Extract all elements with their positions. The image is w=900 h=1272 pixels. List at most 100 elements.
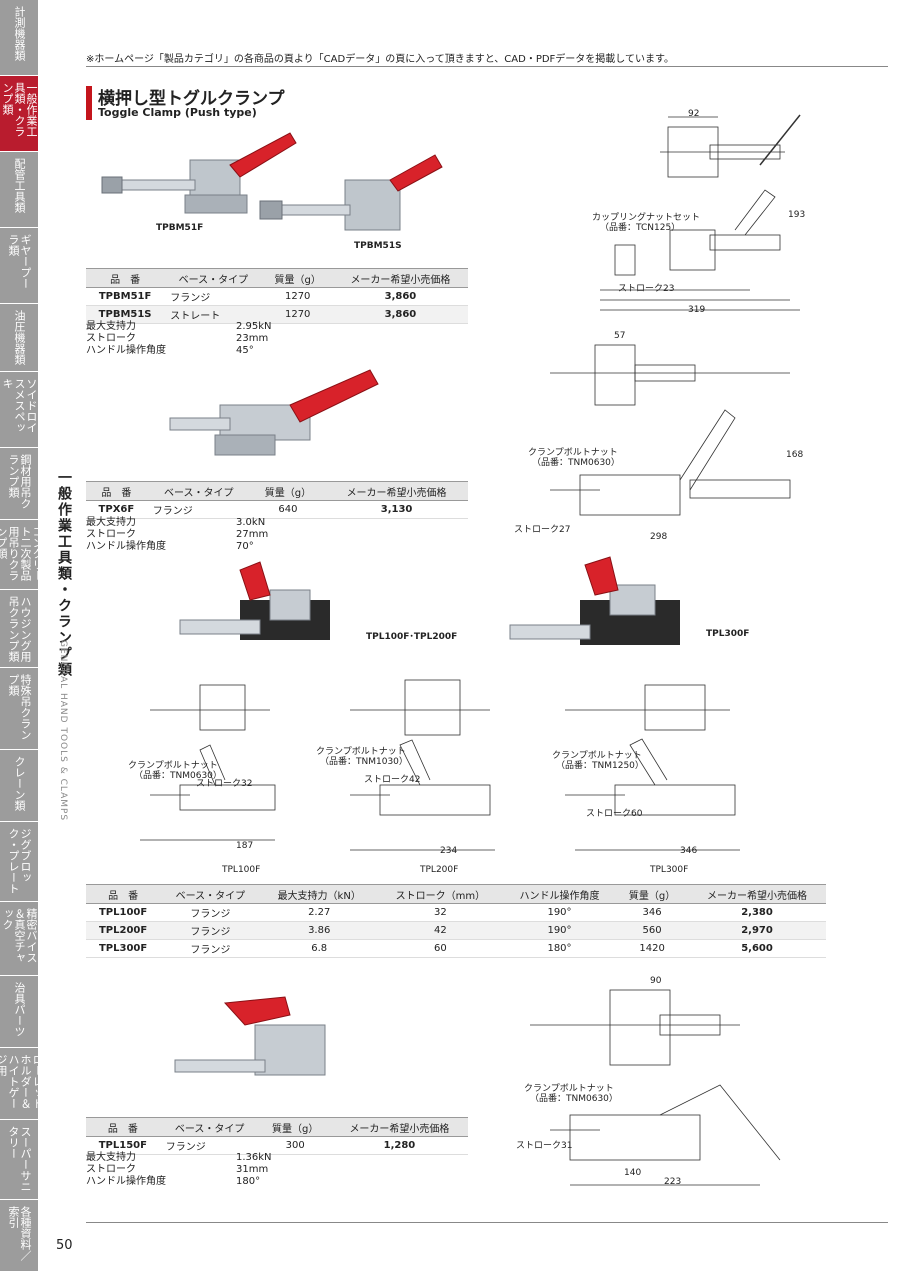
cell-mass: 300 [259, 1136, 331, 1155]
sidebar-tab-label: 各種資料／索引 [7, 1206, 32, 1261]
prop-value: 23mm [236, 333, 269, 344]
photo-label-tpl300: TPL300F [706, 629, 750, 639]
sidebar-tab[interactable]: 油圧機器類 [0, 304, 38, 372]
table-row: TPL150F フランジ 300 1,280 [86, 1136, 468, 1155]
sidebar-tab[interactable]: 鋼材用吊クランプ類 [0, 448, 38, 520]
sidebar-tab[interactable]: ローレットホルダー＆ハイトゲージ用 [0, 1048, 38, 1120]
sidebar-tab[interactable]: ジグブロック・プレート [0, 822, 38, 902]
table-row: TPBM51F フランジ 1270 3,860 [86, 287, 468, 306]
tpl300-product-photo [509, 556, 680, 645]
tpl150-technical-drawing [530, 989, 781, 1186]
dim-tpl200-234: 234 [440, 846, 458, 856]
stroke32-label: ストローク32 [196, 779, 253, 789]
sidebar-tab[interactable]: クレーン類 [0, 750, 38, 822]
stroke60-label: ストローク60 [586, 809, 643, 819]
stroke27-label: ストローク27 [514, 525, 571, 535]
dim-tpl150-140: 140 [624, 1168, 642, 1178]
sidebar-tab[interactable]: 計測機器類 [0, 0, 38, 76]
clamp-bolt-nut-label: クランプボルトナット [528, 448, 618, 458]
table-cell: 190° [502, 921, 617, 940]
col-header: メーカー希望小売価格 [332, 268, 468, 288]
table-cell: 6.8 [260, 939, 378, 958]
table-cell: 1420 [616, 939, 689, 958]
table-cell: 190° [502, 903, 617, 922]
part-1250-label: （品番：TNM1250） [556, 761, 644, 771]
col-header: ストローク（mm） [377, 884, 503, 904]
cell-price: 3,860 [332, 305, 468, 324]
sidebar-tab[interactable]: 精密バイス＆真空チャック [0, 902, 38, 976]
sidebar-tab-label: 一般作業工具類・クランプ類 [1, 82, 38, 137]
table-cell: 180° [502, 939, 617, 958]
sidebar-separator [0, 303, 38, 304]
cell-base: フランジ [146, 500, 251, 519]
sidebar-tab[interactable]: ハウジング用吊クランプ類 [0, 590, 38, 668]
vertical-category-title: 一般作業工具類・クランプ類 [56, 470, 72, 678]
table-cell: TPL100F [86, 903, 161, 922]
col-header: 質量（g） [259, 1117, 331, 1137]
sidebar-tab[interactable]: 特殊吊クランプ類 [0, 668, 38, 750]
sidebar-tab-label: ハウジング用吊クランプ類 [7, 596, 32, 662]
tpl150-product-photo [174, 996, 326, 1076]
sidebar-separator [0, 1047, 38, 1048]
sidebar-tab[interactable]: 配管工具類 [0, 152, 38, 228]
sidebar-tab[interactable]: 各種資料／索引 [0, 1200, 38, 1272]
prop-key: ストローク [86, 333, 136, 344]
spec-table-tpl: 品 番 ベース・タイプ 最大支持力（kN） ストローク（mm） ハンドル操作角度… [86, 884, 826, 958]
col-header: 最大支持力（kN） [260, 884, 378, 904]
tpx-product-photo [169, 369, 379, 456]
table-cell: フランジ [160, 921, 261, 940]
tpl100-technical-drawing [140, 684, 276, 841]
sidebar-tab-label: 鋼材用吊クランプ類 [7, 454, 32, 509]
coupling-nut-label: カップリングナットセット [592, 213, 701, 223]
table-cell: TPL200F [86, 921, 161, 940]
col-header: 品 番 [86, 1117, 160, 1137]
spec-table-tpx: 品 番 ベース・タイプ 質量（g） メーカー希望小売価格 TPX6F フランジ … [86, 481, 468, 519]
cell-base: フランジ [164, 287, 263, 306]
prop-value: 31mm [236, 1164, 269, 1175]
sidebar-tab[interactable]: スーパーサニタリー [0, 1120, 38, 1200]
tpl300-technical-drawing [565, 684, 740, 851]
sidebar-tab[interactable]: ソイドロイスメスペッキ [0, 372, 38, 448]
col-header: ベース・タイプ [160, 884, 261, 904]
sidebar-tab-label: スーパーサニタリー [7, 1126, 32, 1192]
prop-key: ハンドル操作角度 [86, 345, 166, 356]
dim-tpl150-223: 223 [664, 1177, 682, 1187]
col-header: 質量（g） [616, 884, 689, 904]
clamp-bolt-nut-label: クランプボルトナット [128, 761, 218, 771]
title-accent-bar [86, 86, 92, 120]
prop-value: 180° [236, 1176, 261, 1187]
dim-tpl300-346: 346 [680, 846, 698, 856]
photo-label-tpbm51s: TPBM51S [354, 241, 402, 251]
sidebar-tab[interactable]: ギヤープーラ類 [0, 228, 38, 304]
sidebar-tab[interactable]: コンクリート二次製品用吊りクランプ類 [0, 520, 38, 590]
page-number: 50 [56, 1238, 73, 1253]
cell-mass: 640 [250, 500, 326, 519]
spec-table-tpl150: 品 番 ベース・タイプ 質量（g） メーカー希望小売価格 TPL150F フラン… [86, 1117, 468, 1155]
prop-key: 最大支持力 [86, 517, 136, 528]
prop-value: 27mm [236, 529, 269, 540]
sidebar-tab-label: コンクリート二次製品用吊りクランプ類 [0, 526, 38, 581]
table-cell: フランジ [160, 903, 261, 922]
photo-label-tpbm51f: TPBM51F [156, 223, 204, 233]
col-header: ハンドル操作角度 [502, 884, 617, 904]
prop-value: 1.36kN [236, 1152, 272, 1163]
sidebar-separator [0, 447, 38, 448]
col-header: メーカー希望小売価格 [330, 1117, 468, 1137]
sidebar-separator [0, 1199, 38, 1200]
sidebar-separator [0, 1119, 38, 1120]
cell-part-no: TPBM51S [86, 305, 165, 324]
sidebar-separator [0, 901, 38, 902]
coupling-part-label: （品番：TCN125） [600, 223, 681, 233]
sidebar-tab-label: ローレットホルダー＆ハイトゲージ用 [0, 1054, 38, 1109]
table-cell: 5,600 [688, 939, 826, 958]
table-row: TPX6F フランジ 640 3,130 [86, 500, 468, 519]
sidebar-separator [0, 75, 38, 76]
stroke42-label: ストローク42 [364, 775, 421, 785]
cell-mass: 1270 [262, 287, 333, 306]
tpbm-technical-drawing [600, 114, 801, 311]
sidebar-tab[interactable]: 治具パーツ [0, 976, 38, 1048]
sidebar-tab[interactable]: 一般作業工具類・クランプ類 [0, 76, 38, 152]
